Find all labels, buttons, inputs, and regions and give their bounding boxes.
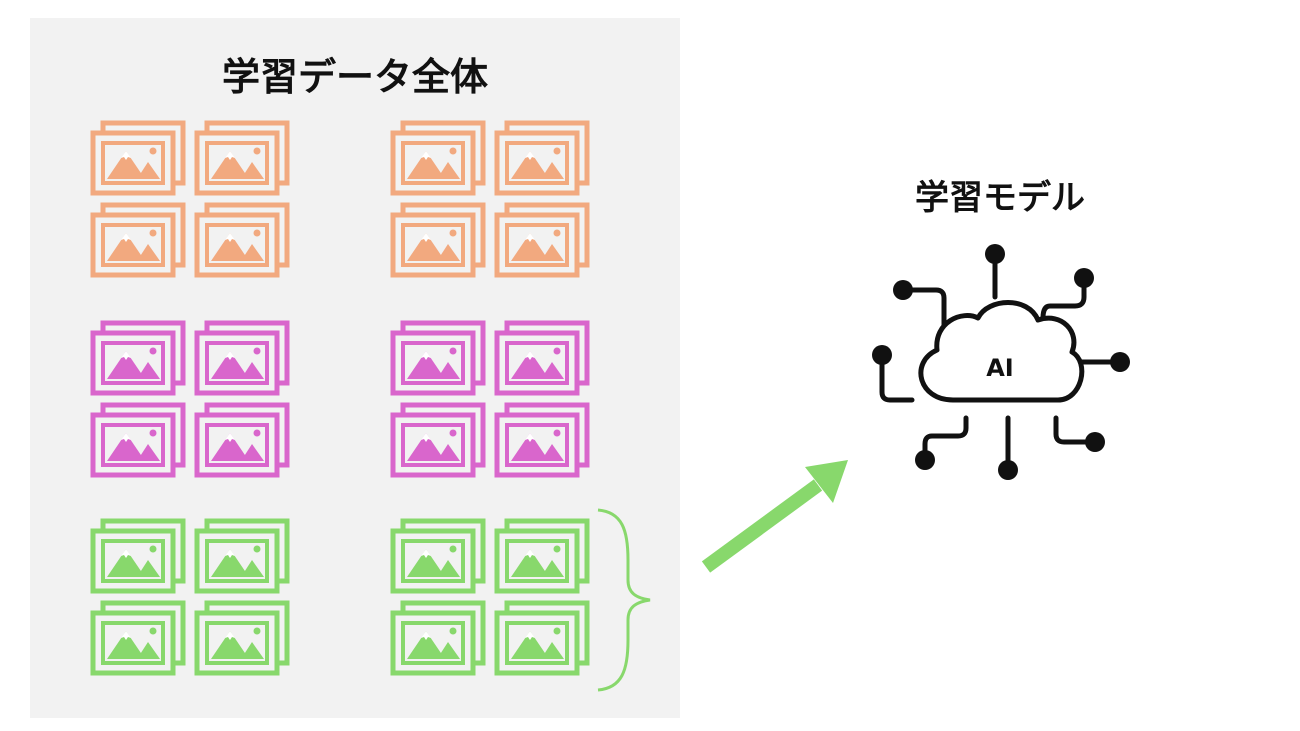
image-stack-icon — [93, 405, 183, 475]
image-stack-icon — [393, 323, 483, 393]
image-stack-icon — [93, 323, 183, 393]
training-data-title: 学習データ全体 — [221, 55, 488, 99]
image-stack-icon — [497, 205, 587, 275]
image-stack-icon — [197, 323, 287, 393]
image-stack-icon — [497, 123, 587, 193]
ai-cloud-network-icon: AI — [872, 244, 1130, 480]
image-stack-icon — [197, 405, 287, 475]
image-stack-icon — [497, 405, 587, 475]
image-stack-icon — [93, 603, 183, 673]
image-stack-icon — [393, 603, 483, 673]
image-stack-icon — [93, 205, 183, 275]
group-brace — [597, 508, 651, 692]
ai-label: AI — [986, 354, 1014, 382]
image-stack-icon — [393, 521, 483, 591]
flow-arrow — [701, 460, 848, 573]
image-stack-icon — [197, 521, 287, 591]
image-stack-icon — [197, 603, 287, 673]
image-icon-grid — [93, 123, 587, 673]
image-stack-icon — [497, 521, 587, 591]
image-stack-icon — [393, 205, 483, 275]
image-stack-icon — [93, 123, 183, 193]
model-title: 学習モデル — [915, 178, 1085, 218]
image-stack-icon — [497, 323, 587, 393]
image-stack-icon — [197, 123, 287, 193]
image-stack-icon — [393, 123, 483, 193]
image-stack-icon — [93, 521, 183, 591]
image-stack-icon — [197, 205, 287, 275]
image-stack-icon — [393, 405, 483, 475]
image-stack-icon — [497, 603, 587, 673]
